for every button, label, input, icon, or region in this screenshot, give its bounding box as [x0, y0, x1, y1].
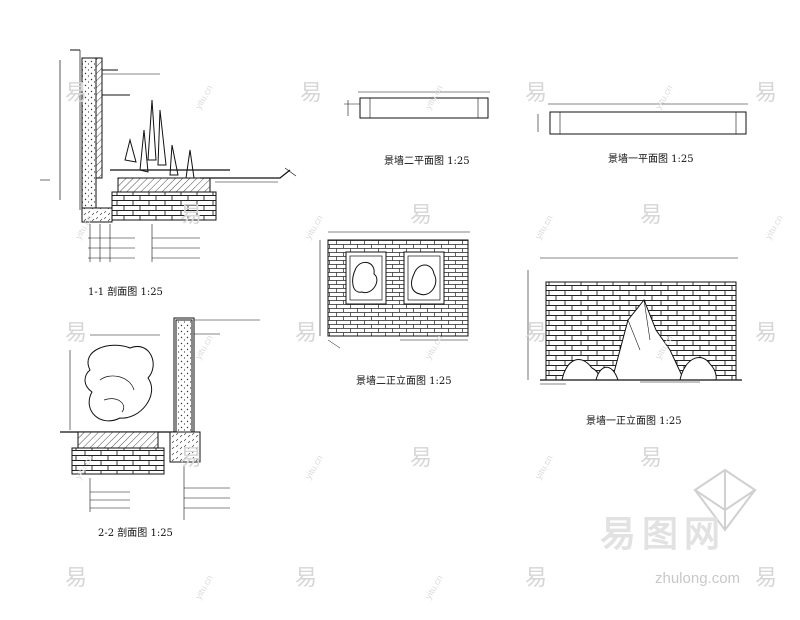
watermark-glyph: 易: [755, 321, 777, 346]
watermark-glyph: 易: [755, 81, 777, 106]
caption-wall2-elev: 景墙二正立面图 1:25: [356, 376, 452, 387]
watermark-glyph: 易: [65, 81, 87, 106]
watermark-glyph: 易: [65, 566, 87, 591]
caption-wall2-plan: 景墙二平面图 1:25: [384, 156, 470, 167]
caption-wall1-plan: 景墙一平面图 1:25: [608, 154, 694, 165]
watermark-glyph: 易: [755, 566, 777, 591]
wall1-plan-drawing: [537, 103, 748, 135]
watermark-diag: yitu.cn: [193, 573, 215, 601]
watermark-glyph: 易: [525, 566, 547, 591]
watermark-glyph: 易: [410, 203, 432, 228]
watermark-diag: yitu.cn: [303, 453, 325, 481]
watermark-diag: yitu.cn: [423, 333, 445, 361]
watermark-glyph: 易: [640, 203, 662, 228]
watermark-glyph: 易: [410, 446, 432, 471]
watermark-diag: yitu.cn: [303, 213, 325, 241]
watermark-glyph: 易: [300, 81, 322, 106]
caption-wall1-elev: 景墙一正立面图 1:25: [586, 416, 682, 427]
watermark-glyph: 易: [295, 566, 317, 591]
watermark-glyph: 易: [180, 203, 202, 228]
caption-section-2: 2-2 剖面图 1:25: [98, 528, 173, 539]
wall1-elevation-drawing: [527, 257, 742, 385]
section-2-2-drawing: [60, 317, 260, 520]
watermark-url: zhulong.com: [655, 570, 741, 587]
watermark-diag: yitu.cn: [193, 83, 215, 111]
caption-section-1: 1-1 剖面图 1:25: [88, 287, 163, 298]
watermark-diag: yitu.cn: [423, 573, 445, 601]
watermark-glyph: 易: [295, 321, 317, 346]
watermark-logo-icon: [693, 468, 757, 532]
watermark-diag: yitu.cn: [653, 83, 675, 111]
watermark-diag: yitu.cn: [533, 213, 555, 241]
watermark-glyph: 易: [525, 81, 547, 106]
watermark-glyph: 易: [525, 321, 547, 346]
watermark-diag: yitu.cn: [193, 333, 215, 361]
watermark-glyph: 易: [640, 446, 662, 471]
watermark-diag: yitu.cn: [423, 83, 445, 111]
watermark-glyph: 易: [180, 446, 202, 471]
wall2-plan-drawing: [344, 91, 490, 119]
watermark-diag: yitu.cn: [533, 453, 555, 481]
watermark-diag: yitu.cn: [73, 213, 95, 241]
watermark-glyph: 易: [65, 321, 87, 346]
wall2-elevation-drawing: [319, 231, 470, 349]
section-1-1-drawing: [40, 49, 297, 262]
watermark-diag: yitu.cn: [763, 213, 785, 241]
watermark-glyphs: 易 易 易 易 易 易 易 易 易 易 易 易 易 易 易 易 易 易: [65, 81, 777, 591]
watermark-brand: 易图网: [600, 514, 727, 555]
